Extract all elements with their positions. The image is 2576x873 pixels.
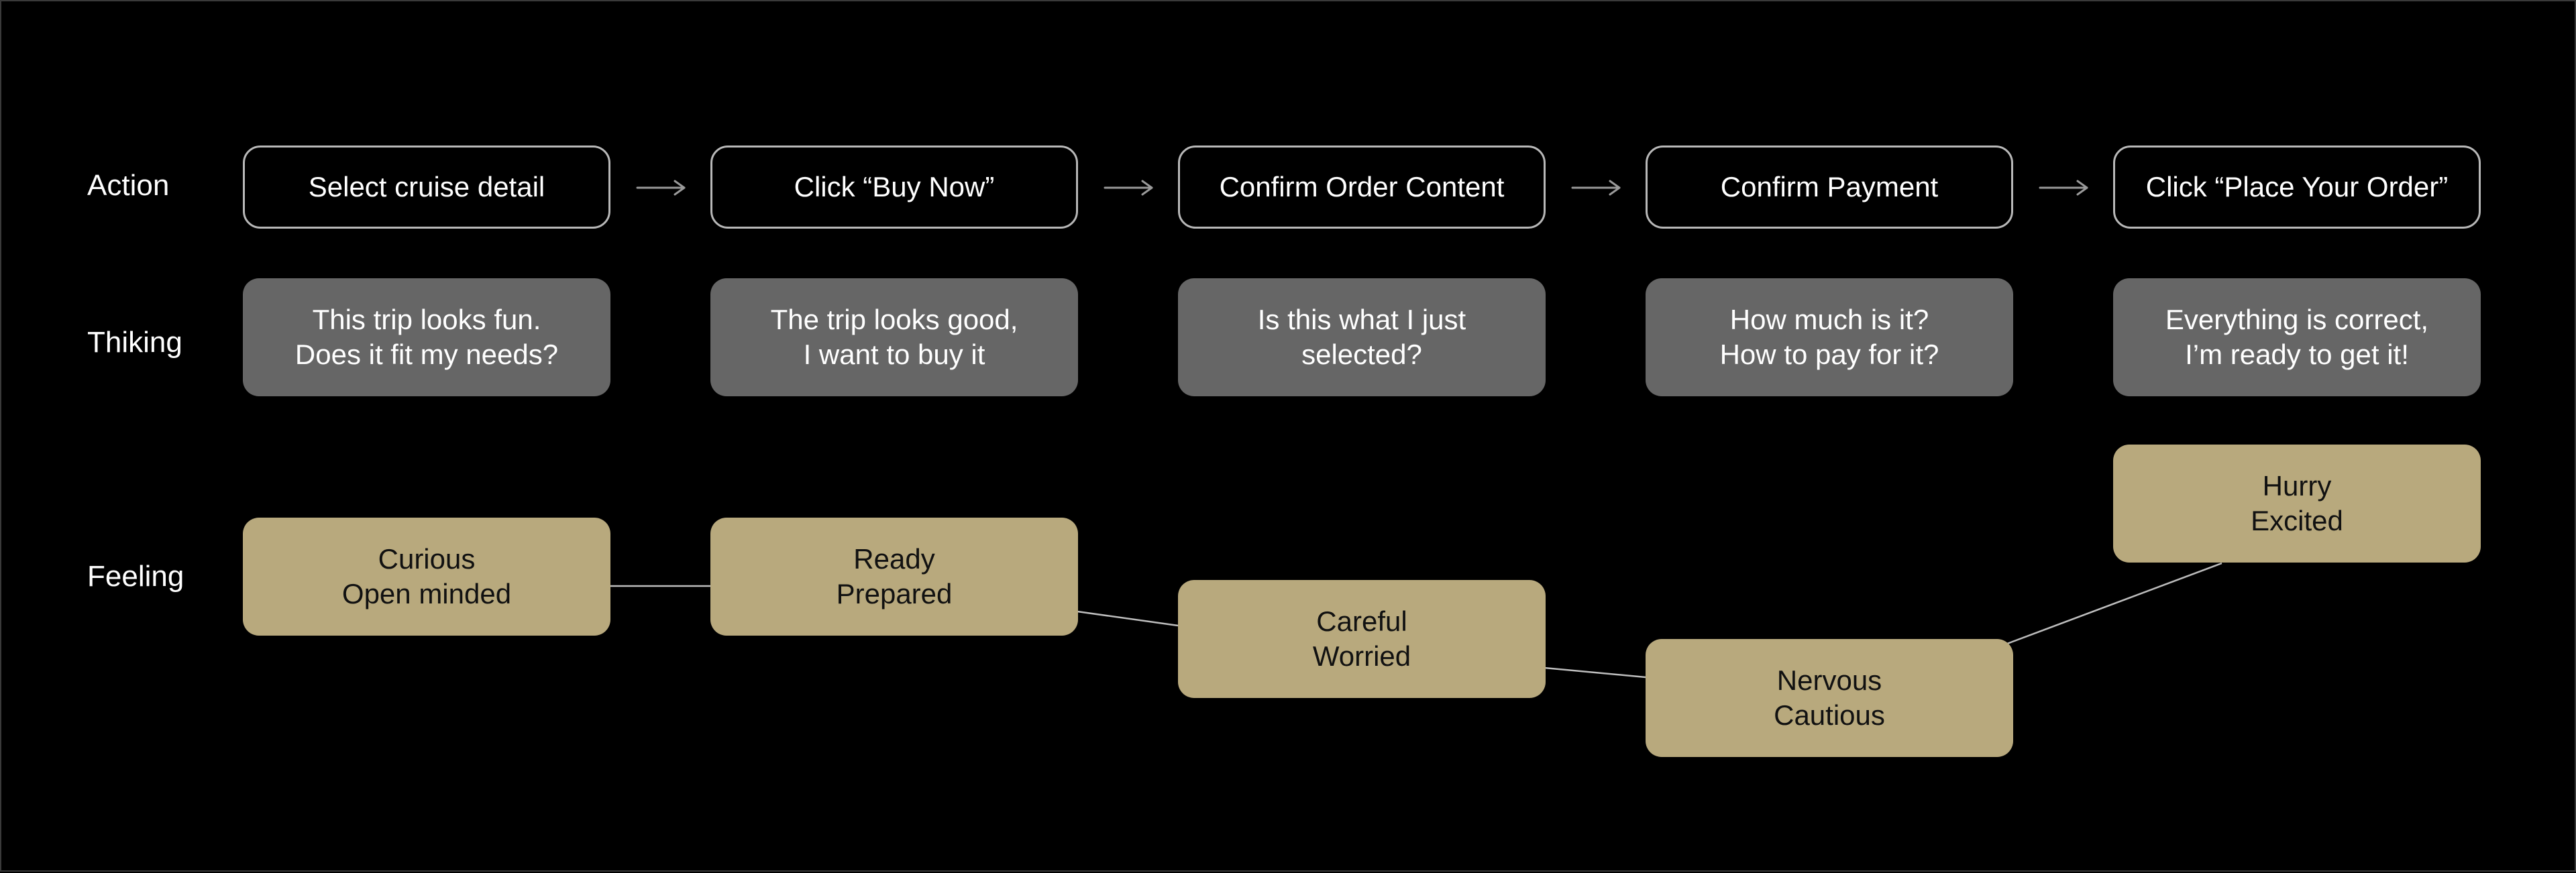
thinking-step-3: Is this what I just selected? [1178,278,1546,396]
arrow-icon [636,180,686,196]
feeling-connector [1077,610,1179,627]
arrow-icon [1104,180,1153,196]
row-label-thinking: Thiking [87,326,182,359]
feeling-step-2: Ready Prepared [710,518,1078,636]
arrow-icon [2039,180,2088,196]
thinking-step-2: The trip looks good, I want to buy it [710,278,1078,396]
feeling-step-4: Nervous Cautious [1646,639,2013,757]
feeling-step-5: Hurry Excited [2113,445,2481,563]
row-label-action: Action [87,169,170,202]
action-step-1: Select cruise detail [243,146,610,229]
feeling-step-1: Curious Open minded [243,518,610,636]
action-step-4: Confirm Payment [1646,146,2013,229]
thinking-step-1: This trip looks fun. Does it fit my need… [243,278,610,396]
arrow-icon [1571,180,1621,196]
feeling-connector [2006,562,2222,645]
thinking-step-5: Everything is correct, I’m ready to get … [2113,278,2481,396]
thinking-step-4: How much is it? How to pay for it? [1646,278,2013,396]
row-label-feeling: Feeling [87,560,184,593]
feeling-step-3: Careful Worried [1178,580,1546,698]
action-step-2: Click “Buy Now” [710,146,1078,229]
action-step-3: Confirm Order Content [1178,146,1546,229]
feeling-connector [1544,666,1646,679]
action-step-5: Click “Place Your Order” [2113,146,2481,229]
